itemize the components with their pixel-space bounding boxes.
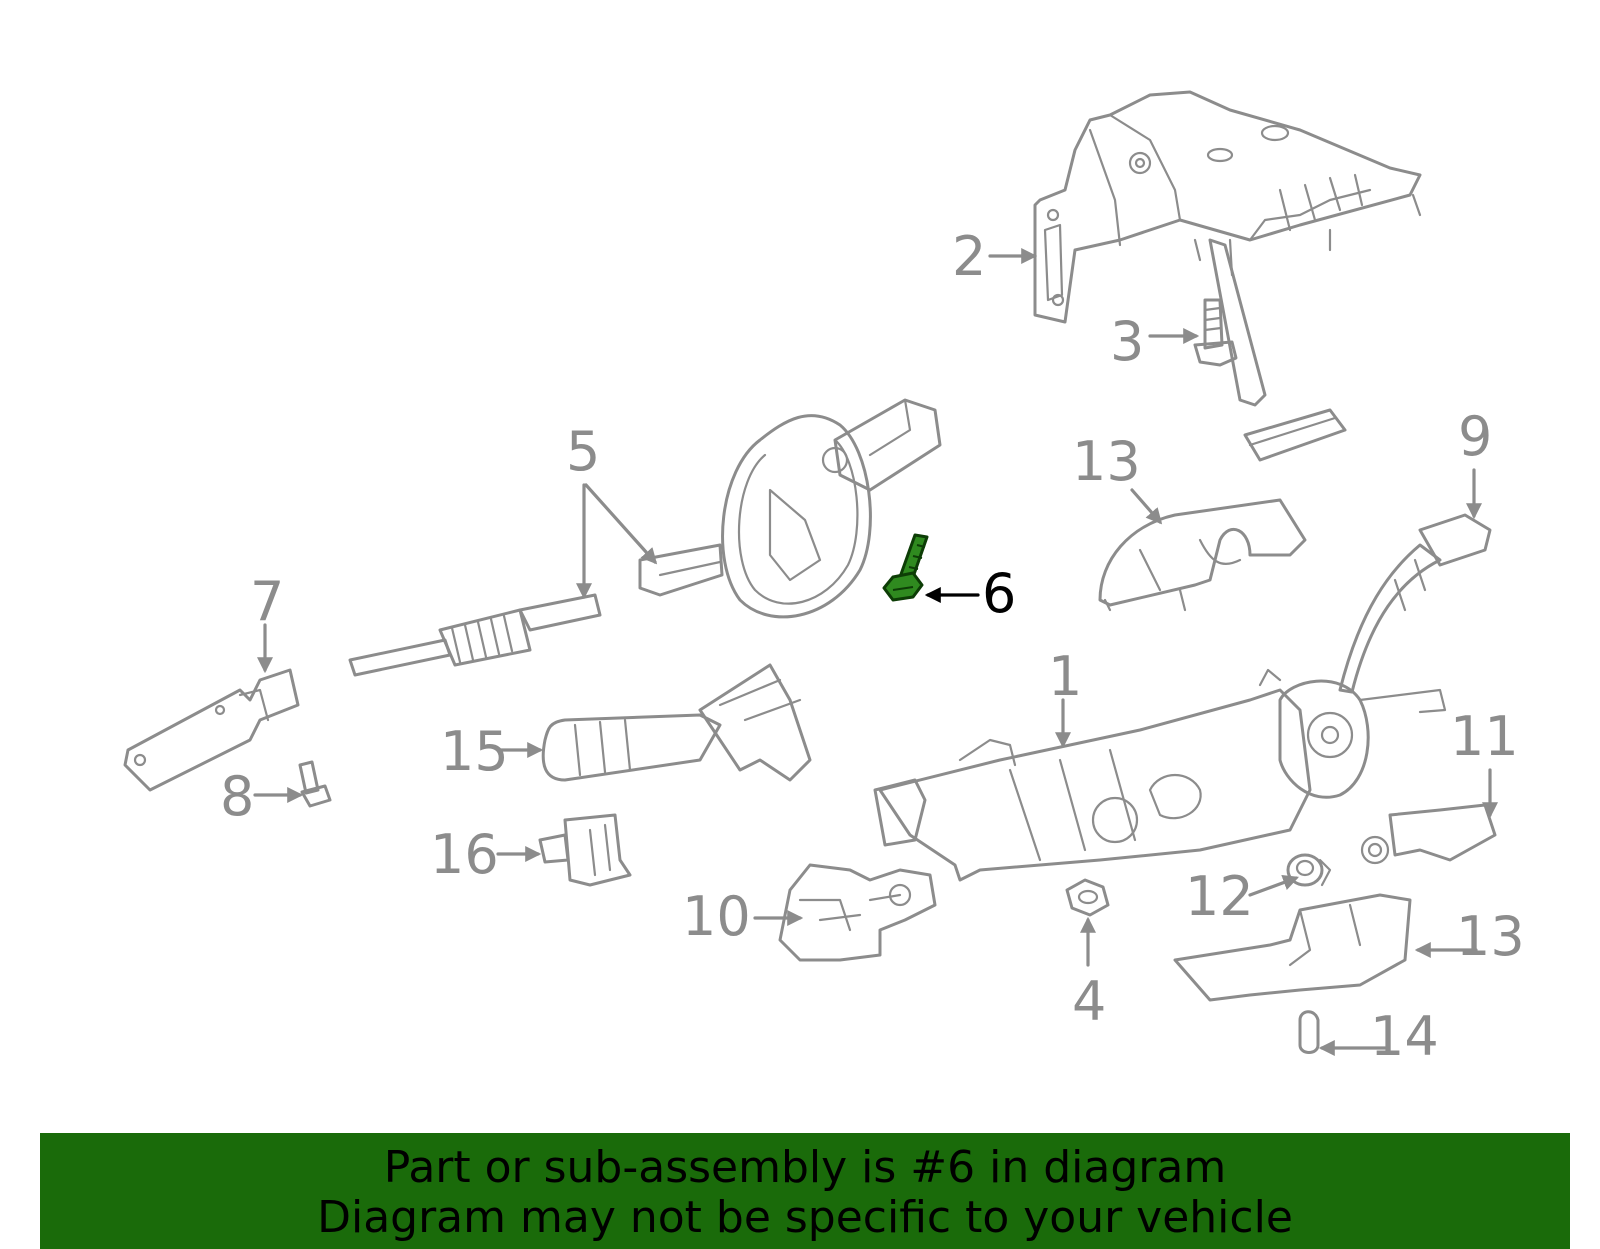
callout-4: 4 (1072, 970, 1106, 1033)
part-11-sensor (1360, 803, 1497, 865)
part-2-pedal-bracket (1033, 90, 1422, 462)
part-15-turn-signal-switch (541, 663, 812, 782)
callout-labels: 1 2 3 4 5 6 7 8 9 10 11 12 13 13 14 15 1… (220, 225, 1525, 1068)
part-13-lower-shroud (1173, 893, 1412, 1002)
callout-9: 9 (1458, 405, 1492, 468)
part-4-nut (1065, 878, 1110, 917)
callout-8: 8 (220, 765, 254, 828)
banner-line-2: Diagram may not be specific to your vehi… (317, 1192, 1293, 1243)
info-banner: Part or sub-assembly is #6 in diagram Di… (40, 1133, 1570, 1249)
banner-line-1: Part or sub-assembly is #6 in diagram (383, 1142, 1227, 1193)
callout-11: 11 (1450, 705, 1519, 768)
callout-7: 7 (250, 570, 284, 633)
part-10-lock-module (778, 863, 937, 962)
callout-1: 1 (1048, 645, 1082, 708)
callout-15: 15 (440, 720, 509, 783)
part-8-bolt (298, 760, 332, 808)
part-1-steering-column (873, 668, 1447, 882)
part-7-coupler (123, 668, 300, 792)
callout-13-upper: 13 (1072, 430, 1141, 493)
callout-12: 12 (1185, 865, 1254, 928)
part-6-bolt-highlighted (882, 533, 929, 602)
part-3-bolt (1193, 298, 1238, 367)
part-14-clip (1298, 1010, 1320, 1054)
part-13-upper-shroud (1098, 498, 1307, 612)
part-5-intermediate-shaft (348, 398, 942, 677)
callout-6: 6 (982, 562, 1016, 625)
part-9-shift-lever (1338, 513, 1492, 694)
callout-10: 10 (682, 885, 751, 948)
callout-3: 3 (1110, 310, 1144, 373)
part-12-nut (1286, 853, 1332, 887)
callout-5: 5 (566, 420, 600, 483)
callout-14: 14 (1370, 1005, 1439, 1068)
callout-2: 2 (952, 225, 986, 288)
leader-lines (253, 248, 1498, 1056)
callout-16: 16 (430, 823, 499, 886)
part-16-switch (538, 813, 632, 887)
callout-13-lower: 13 (1456, 905, 1525, 968)
